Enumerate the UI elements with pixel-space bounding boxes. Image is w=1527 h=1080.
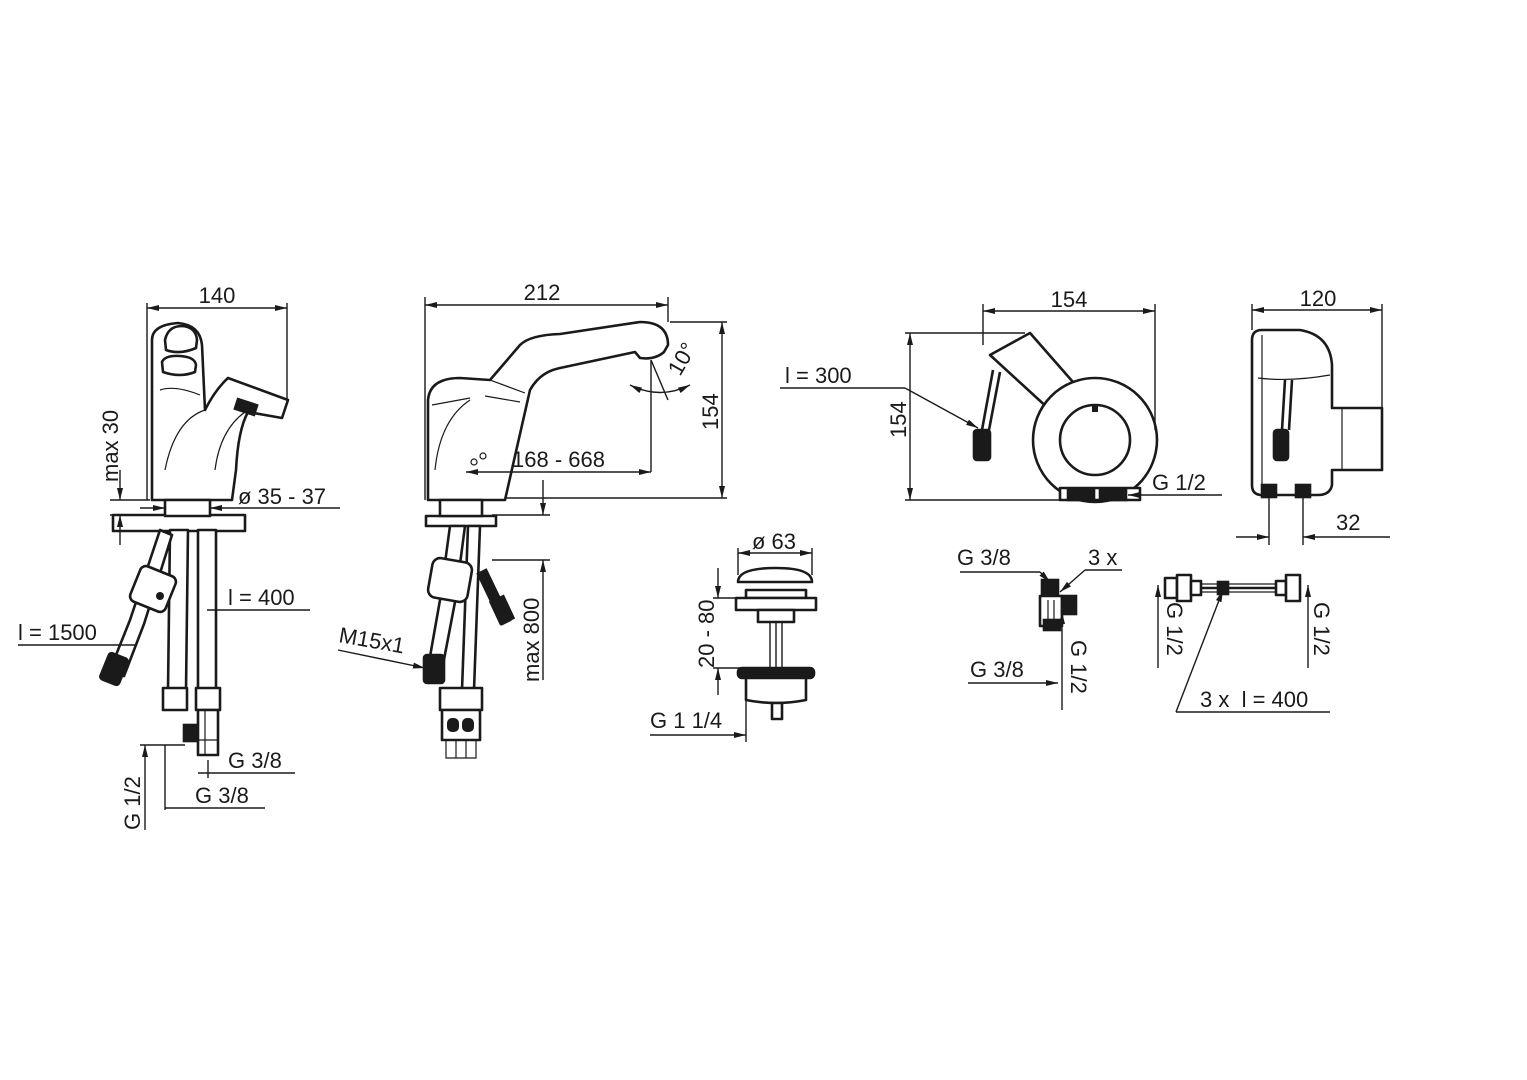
angle-valve-view: G 3/8 3 x G 3/8 G 1/2 — [957, 545, 1122, 710]
valve-inlet-label: G 3/8 — [957, 545, 1011, 570]
box-width-label: 154 — [1051, 287, 1088, 312]
control-box-view: 154 154 l = 300 G 1/2 — [780, 287, 1222, 504]
connection-hose-view: G 1/2 G 1/2 3 x l = 400 — [1155, 573, 1334, 713]
front-reach-label: 168 - 668 — [512, 447, 605, 472]
box2-depth-label: 32 — [1336, 510, 1360, 535]
front-max800-label: max 800 — [519, 598, 544, 682]
hose-spec-label: 3 x l = 400 — [1200, 687, 1308, 712]
valve-g12-label: G 1/2 — [1066, 640, 1091, 694]
front-height-label: 154 — [698, 393, 723, 430]
waste-thread-label: G 1 1/4 — [650, 708, 722, 733]
side-l400-label: l = 400 — [228, 585, 295, 610]
side-l1500-label: l = 1500 — [18, 620, 97, 645]
box-connection-label: G 1/2 — [1152, 470, 1206, 495]
hose-left-label: G 1/2 — [1162, 602, 1187, 656]
waste-range-label: 20 - 80 — [694, 600, 719, 669]
waste-plug-view: ø 63 20 - 80 G 1 1/4 — [650, 529, 818, 742]
side-diameter-label: ø 35 - 37 — [238, 484, 326, 509]
mixer-front-view: 212 154 168 - 668 10° max 800 M15x1 — [337, 280, 727, 759]
mixer-side-view: 140 max 30 ø 35 - 37 l = 400 l = 1500 G … — [18, 283, 340, 830]
side-max30-label: max 30 — [98, 410, 123, 482]
box-cable-label: l = 300 — [785, 363, 852, 388]
side-g12-label: G 1/2 — [120, 776, 145, 830]
valve-count-label: 3 x — [1088, 545, 1117, 570]
side-g38b-label: G 3/8 — [195, 783, 249, 808]
hose-right-label: G 1/2 — [1309, 602, 1334, 656]
valve-outlet-label: G 3/8 — [970, 657, 1024, 682]
side-width-label: 140 — [199, 283, 236, 308]
side-g38a-label: G 3/8 — [228, 748, 282, 773]
box-height-label: 154 — [886, 401, 911, 438]
control-box-front-view: 120 32 — [1236, 286, 1390, 545]
waste-diameter-label: ø 63 — [752, 529, 796, 554]
front-thread-label: M15x1 — [337, 622, 406, 658]
box2-width-label: 120 — [1300, 286, 1337, 311]
front-length-label: 212 — [524, 280, 561, 305]
